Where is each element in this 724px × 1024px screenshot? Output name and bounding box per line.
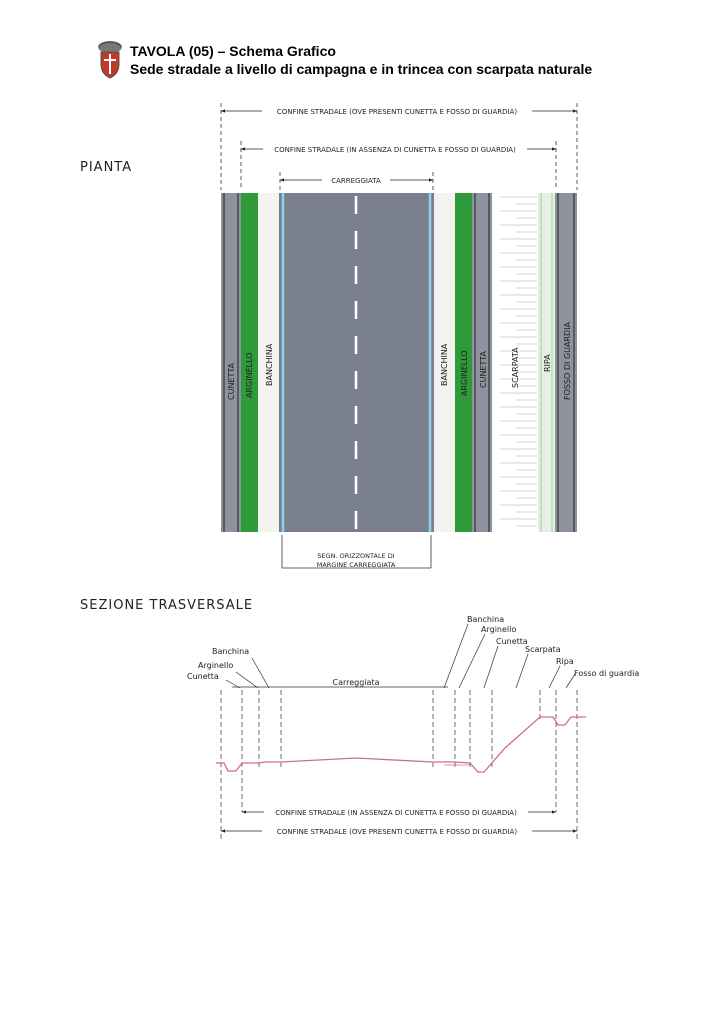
plan-arginello-left bbox=[241, 193, 258, 532]
plan-label-scarpata: SCARPATA bbox=[511, 347, 520, 388]
plan-banchina-right bbox=[434, 193, 455, 532]
section-label-ripa: Ripa bbox=[556, 657, 574, 666]
plan-title: PIANTA bbox=[80, 160, 133, 175]
plan-label-arginello-left: ARGINELLO bbox=[245, 352, 254, 398]
plan-label-cunetta-left: CUNETTA bbox=[227, 363, 236, 400]
section-dim-outer-label: CONFINE STRADALE (OVE PRESENTI CUNETTA E… bbox=[277, 828, 518, 836]
section-dim-inner-label: CONFINE STRADALE (IN ASSENZA DI CUNETTA … bbox=[275, 809, 517, 817]
plan-dim-inner-label: CONFINE STRADALE (IN ASSENZA DI CUNETTA … bbox=[274, 146, 516, 154]
section-label-cunetta-right: Cunetta bbox=[496, 637, 528, 646]
plan-dim-outer-label: CONFINE STRADALE (OVE PRESENTI CUNETTA E… bbox=[277, 108, 518, 116]
plan-arginello-right bbox=[455, 193, 472, 532]
section-view: Banchina Arginello Cunetta Carreggiata B… bbox=[187, 615, 639, 840]
section-label-banchina-left: Banchina bbox=[212, 647, 249, 656]
coat-of-arms-icon bbox=[98, 41, 122, 79]
section-title: SEZIONE TRASVERSALE bbox=[80, 598, 254, 613]
section-label-arginello-left: Arginello bbox=[198, 661, 233, 670]
section-label-banchina-right: Banchina bbox=[467, 615, 504, 624]
section-label-fosso: Fosso di guardia bbox=[574, 669, 639, 678]
plan-bottom-note: SEGN. ORIZZONTALE DI MARGINE CARREGGIATA bbox=[281, 535, 432, 569]
section-label-cunetta-left: Cunetta bbox=[187, 672, 219, 681]
section-profile bbox=[216, 716, 586, 773]
plan-label-cunetta-right: CUNETTA bbox=[479, 351, 488, 388]
plan-labels: CUNETTA ARGINELLO BANCHINA BANCHINA ARGI… bbox=[227, 321, 572, 400]
plan-label-banchina-left: BANCHINA bbox=[265, 343, 274, 386]
plan-view bbox=[221, 193, 577, 532]
plan-note-line1: SEGN. ORIZZONTALE DI bbox=[317, 552, 394, 560]
plan-label-arginello-right: ARGINELLO bbox=[460, 350, 469, 396]
plan-label-fosso: FOSSO DI GUARDIA bbox=[563, 321, 572, 400]
plan-dimensions: CONFINE STRADALE (OVE PRESENTI CUNETTA E… bbox=[220, 103, 578, 190]
plan-cunetta-right bbox=[472, 193, 492, 532]
plan-note-line2: MARGINE CARREGGIATA bbox=[317, 561, 396, 569]
plan-ripa bbox=[538, 193, 555, 532]
section-label-carreggiata: Carreggiata bbox=[333, 678, 380, 687]
plan-scarpata bbox=[492, 193, 538, 532]
section-label-arginello-right: Arginello bbox=[481, 625, 516, 634]
plan-carriageway bbox=[279, 193, 434, 532]
page-title: TAVOLA (05) – Schema Grafico bbox=[130, 43, 336, 59]
plan-dim-carriageway-label: CARREGGIATA bbox=[331, 177, 381, 185]
section-label-scarpata: Scarpata bbox=[525, 645, 561, 654]
plan-label-banchina-right: BANCHINA bbox=[440, 343, 449, 386]
page-subtitle: Sede stradale a livello di campagna e in… bbox=[130, 61, 593, 77]
plan-banchina-left bbox=[258, 193, 279, 532]
plan-fosso bbox=[555, 193, 577, 532]
plan-cunetta-left bbox=[221, 193, 241, 532]
plan-label-ripa: RIPA bbox=[543, 354, 552, 372]
